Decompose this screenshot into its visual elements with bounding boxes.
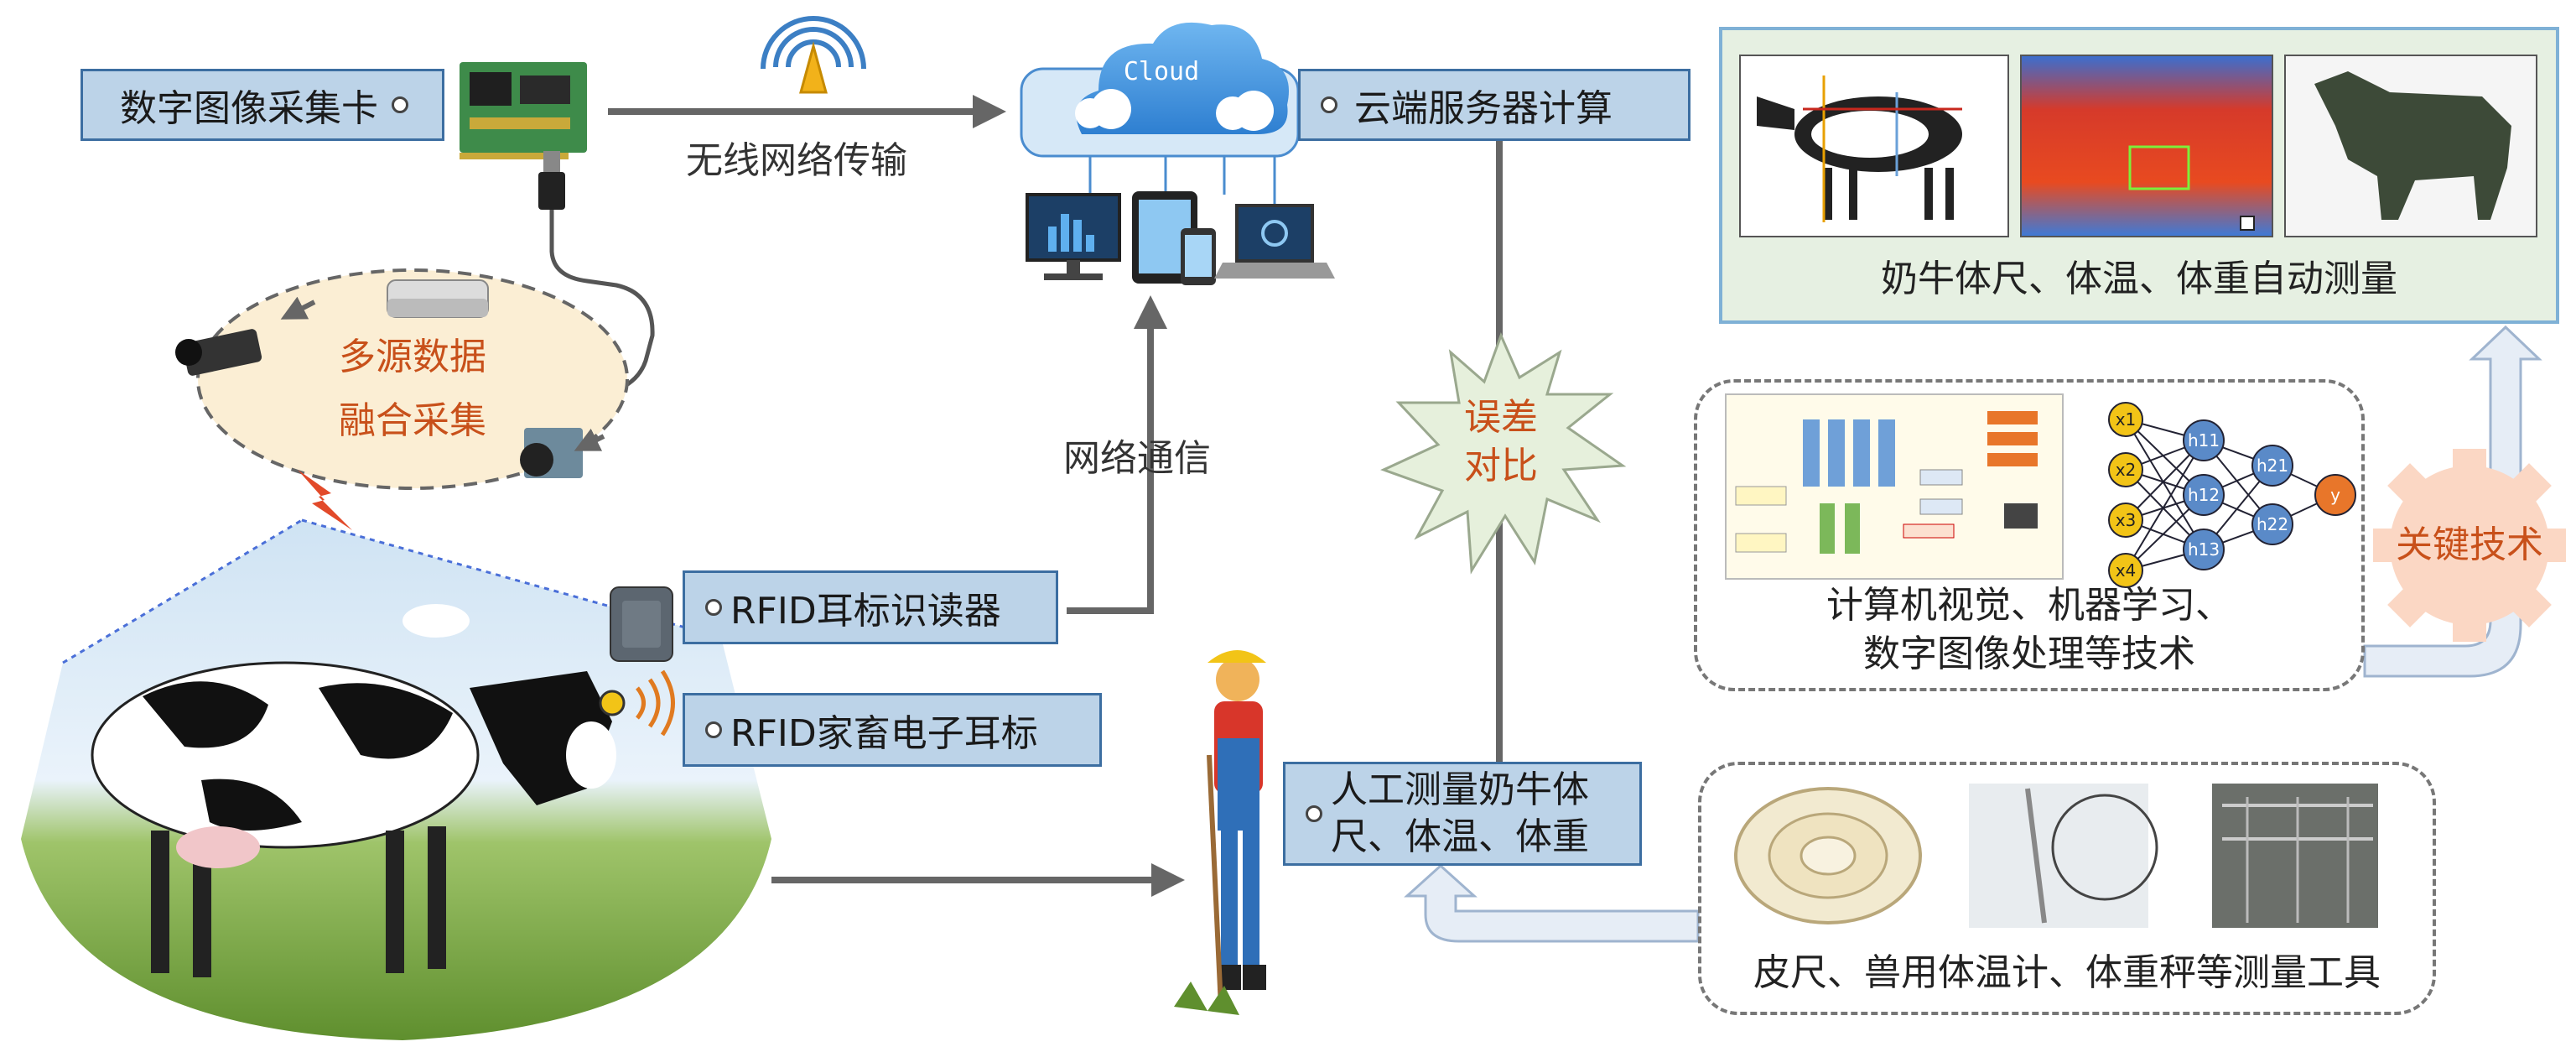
usb-cable-icon [538,151,655,397]
error-burst [1380,331,1627,575]
cloud-text: Cloud [1123,57,1200,86]
rfid-tag-label: RFID家畜电子耳标 [683,693,1102,767]
laptop-icon [1214,204,1335,279]
neural-network-figure: x1 x2 x3 x4 h11 h12 h13 h21 h22 y [2108,402,2356,588]
nn-node-h11 [2183,419,2225,461]
nn-node-label: h21 [2257,456,2288,476]
nn-edge [2125,440,2205,571]
manual-line-1: 人工测量奶牛体 [1331,768,1589,811]
error-line-2: 对比 [1464,445,1538,487]
manual-line-2: 尺、体温、体重 [1331,815,1589,858]
rfid-reader-label: RFID耳标识读器 [683,570,1058,644]
nn-node-x4 [2108,553,2143,588]
ear-tag-icon [599,669,675,737]
thermal-photo [2020,55,2273,237]
network-comm-label: 网络通信 [1063,437,1211,480]
cloud-compute-text: 云端服务器计算 [1354,87,1613,130]
nn-node-label: y [2330,485,2340,505]
nn-node-label: h11 [2188,430,2220,450]
tape-measure-photo [1734,787,1922,924]
monitor-icon [1026,193,1121,280]
nn-node-label: x2 [2116,460,2137,480]
tools-box [1698,762,2436,1015]
nn-node-y [2314,474,2356,516]
error-line-1: 误差 [1464,396,1538,439]
nn-node-x1 [2108,402,2143,437]
thermometer-photo [1969,784,2158,928]
nn-node-h13 [2183,529,2225,570]
nn-node-h21 [2251,445,2293,487]
nn-edge [2125,419,2205,550]
cow-measure-photo [1739,55,2009,237]
connector-dot [1321,96,1337,113]
tech-line-1: 计算机视觉、机器学习、 [1826,584,2232,627]
manual-measure-label: 人工测量奶牛体 尺、体温、体重 [1283,762,1642,866]
nn-node-label: h13 [2188,539,2220,560]
rfid-reader-icon [610,586,673,662]
point-cloud-photo [2284,55,2537,237]
rfid-tag-text: RFID家畜电子耳标 [730,712,1038,755]
connector-dot [705,599,722,616]
nn-node-x2 [2108,452,2143,487]
capture-card-label: 数字图像采集卡 [80,69,444,141]
cow-illustration [21,518,771,1040]
yolo-network-figure [1725,393,2064,580]
nn-node-h22 [2251,503,2293,545]
phone-icon [1181,228,1216,285]
nn-node-label: x3 [2116,510,2137,530]
farmer-illustration [1174,650,1266,1015]
capture-card-icon [460,62,587,159]
multi-source-line-1: 多源数据 [339,336,486,378]
connector-dot [1306,805,1322,822]
rfid-reader-text: RFID耳标识读器 [730,590,1001,633]
tech-box [1694,379,2365,691]
cloud-icon [1020,22,1300,158]
wireless-label: 无线网络传输 [686,139,907,182]
wifi-icon [761,16,866,94]
key-tech-label: 关键技术 [2396,523,2543,566]
tech-line-2: 数字图像处理等技术 [1863,633,2195,675]
nn-node-h12 [2183,474,2225,516]
connector-dot [705,721,722,738]
thermal-camera-icon [175,329,262,376]
nn-node-label: h22 [2257,514,2288,534]
nn-node-x3 [2108,503,2143,538]
nn-node-label: h12 [2188,485,2220,505]
auto-measure-caption: 奶牛体尺、体温、体重自动测量 [1881,258,2397,300]
multi-source-line-2: 融合采集 [339,399,486,442]
capture-card-text: 数字图像采集卡 [120,87,378,130]
nn-node-label: x1 [2116,409,2137,430]
tools-caption: 皮尺、兽用体温计、体重秤等测量工具 [1753,951,2381,994]
connector-dot [392,96,408,113]
cloud-compute-label: 云端服务器计算 [1298,69,1690,141]
nn-node-label: x4 [2116,560,2137,581]
rgb-camera-icon [520,428,583,478]
scale-photo [2212,784,2378,928]
gear-icon [2373,449,2566,642]
depth-camera-icon [387,279,489,318]
